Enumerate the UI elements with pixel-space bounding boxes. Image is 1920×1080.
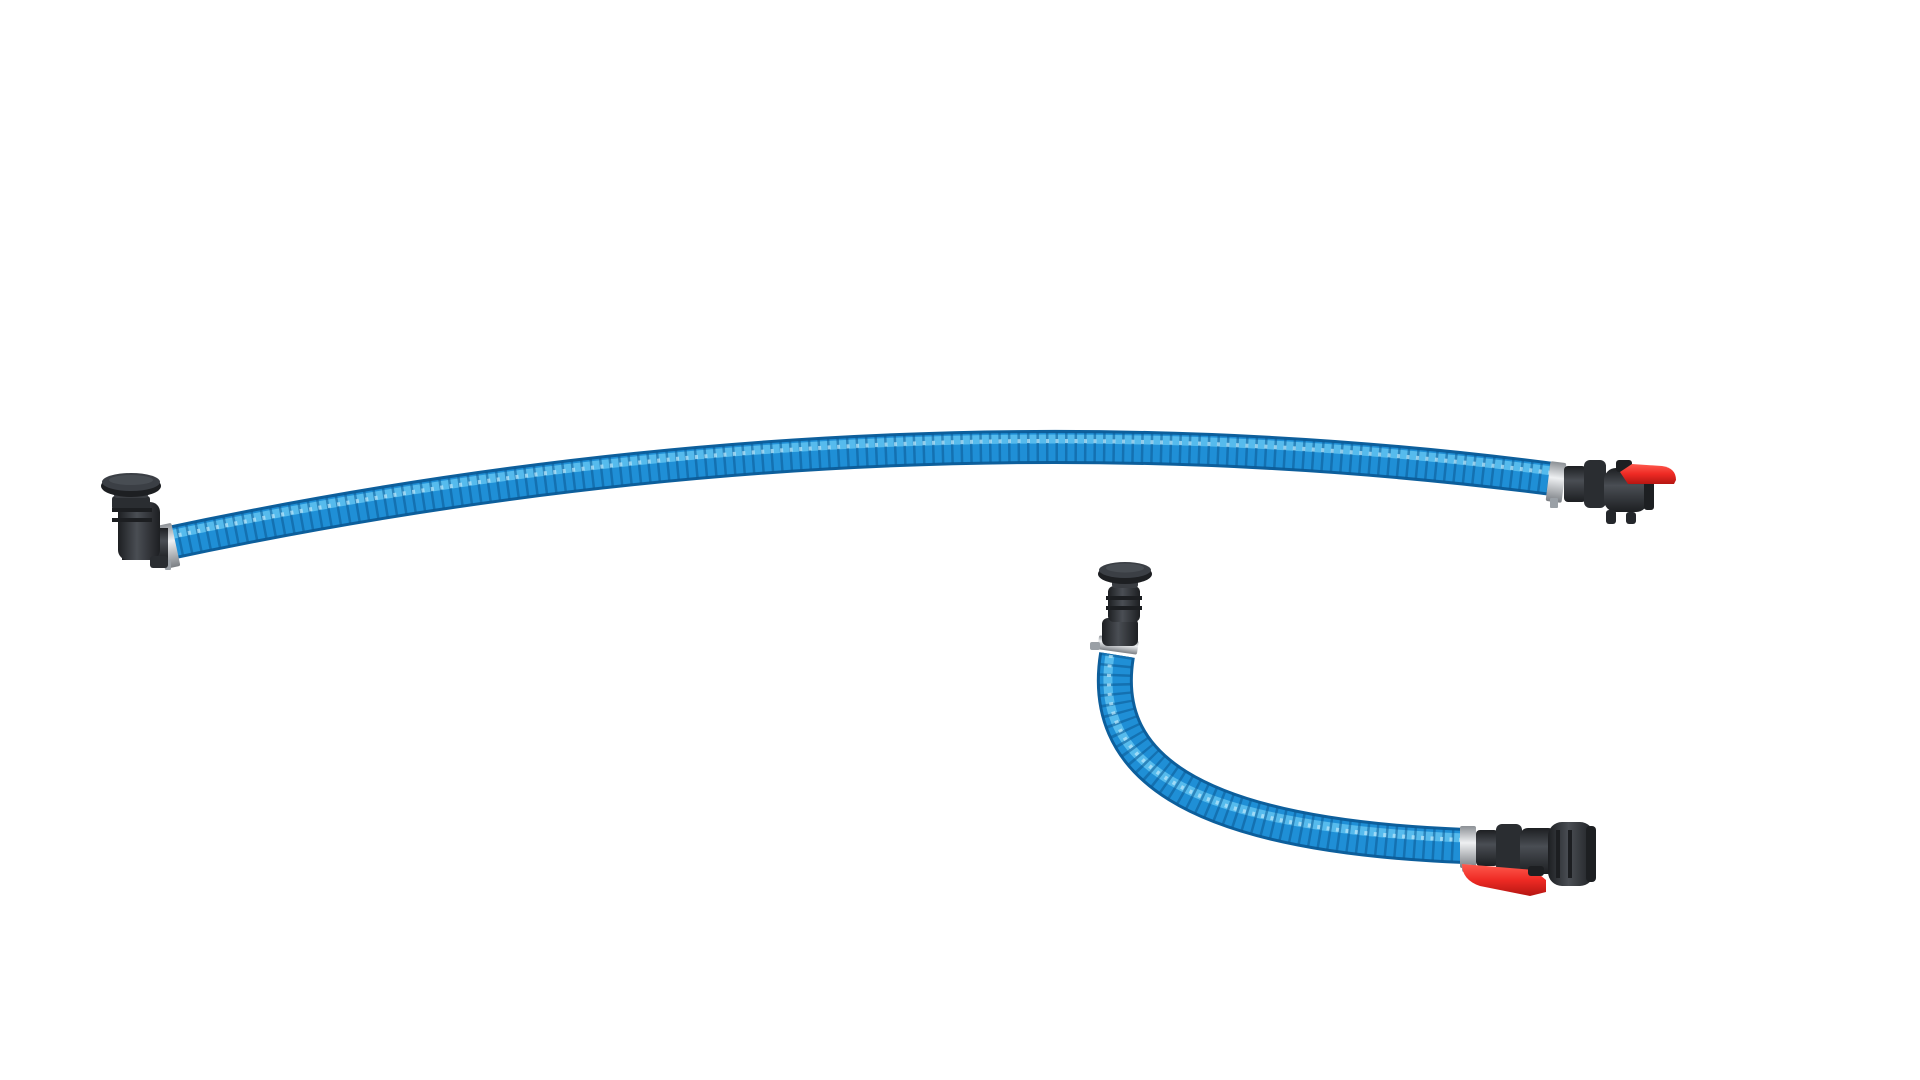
- short-hose-drain-fitting: [1098, 562, 1152, 646]
- long-hose-assembly: [101, 429, 1676, 570]
- long-hose-ball-valve: [1564, 460, 1676, 524]
- short-hose-ball-valve: [1462, 822, 1596, 896]
- long-hose-drain-fitting: [101, 473, 168, 568]
- long-blue-hose: [156, 429, 1563, 562]
- short-valve-red-handle: [1462, 864, 1546, 896]
- long-valve-red-handle: [1620, 464, 1676, 484]
- short-blue-hose: [1096, 652, 1466, 864]
- long-hose-right-clamp: [1545, 461, 1567, 508]
- short-hose-assembly: [1090, 562, 1596, 896]
